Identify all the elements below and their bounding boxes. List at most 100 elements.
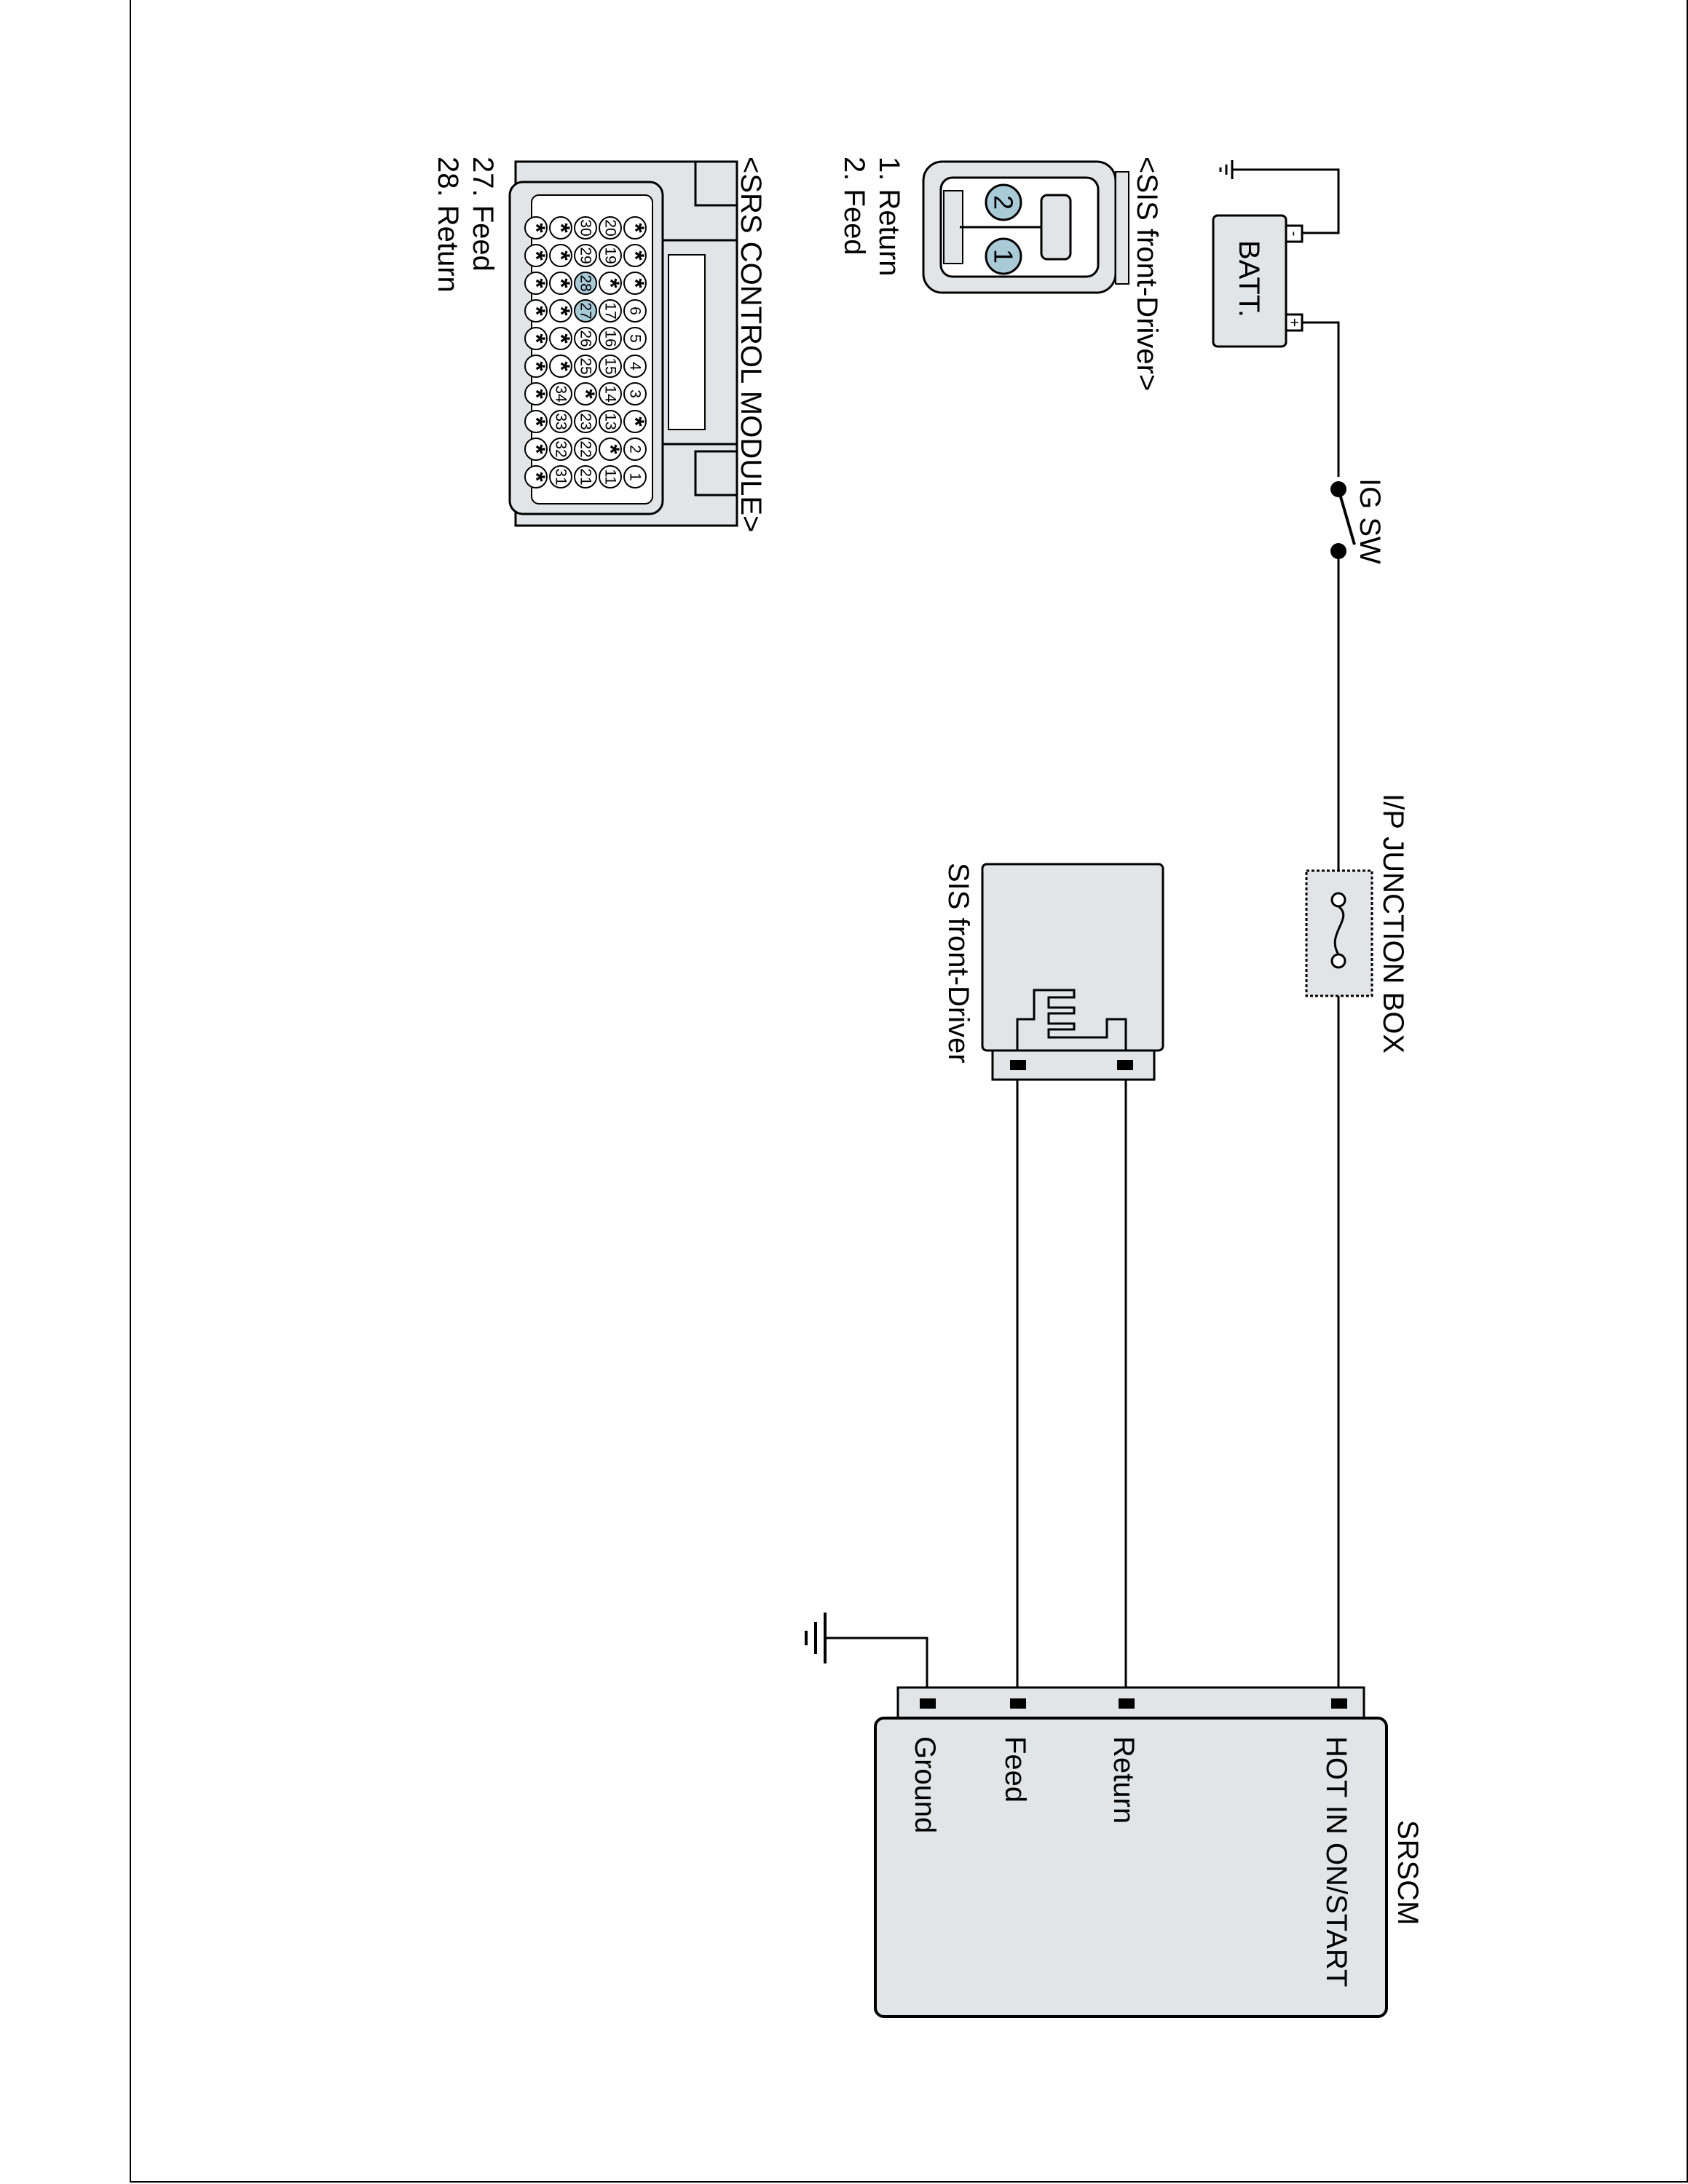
srs-pin bbox=[599, 465, 622, 488]
battery: BATT. - + bbox=[1212, 214, 1304, 348]
srs-pin-label: * bbox=[522, 416, 550, 427]
srs-pin-label: * bbox=[547, 306, 575, 316]
srs-pin-label: * bbox=[522, 389, 550, 399]
srs-pin bbox=[549, 382, 572, 405]
ground-symbol-battery bbox=[1219, 160, 1234, 179]
srs-pin-label: 25 bbox=[577, 357, 594, 374]
srs-pin-label: 17 bbox=[602, 302, 619, 319]
srs-pin-label: 2 bbox=[627, 445, 644, 454]
sis-front-driver: SIS front-Driver bbox=[942, 863, 1164, 1081]
srs-pin bbox=[623, 438, 647, 461]
srscm-pin-hot: HOT IN ON/START bbox=[1320, 1736, 1352, 1987]
srs-pin-label: 16 bbox=[602, 330, 619, 347]
srs-pin-label: * bbox=[547, 223, 575, 233]
srs-pin bbox=[623, 355, 647, 378]
ig-switch-label: IG SW bbox=[1354, 478, 1386, 564]
srs-pin bbox=[574, 244, 597, 267]
srs-pin-list-2: 28. Return bbox=[432, 157, 464, 293]
sis-pin-1 bbox=[985, 237, 1022, 275]
srs-pin-label: 22 bbox=[577, 440, 594, 457]
srs-pin bbox=[599, 438, 622, 461]
srs-pin bbox=[574, 410, 597, 433]
srscm: SRSCM HOT IN ON/START Return Feed Ground bbox=[874, 1686, 1424, 2018]
ground-wire bbox=[825, 1637, 928, 1704]
sis-connector-title: <SIS front-Driver> bbox=[1131, 157, 1163, 391]
ig-switch: IG SW bbox=[1330, 478, 1386, 564]
srs-pin-label: 11 bbox=[602, 469, 619, 485]
srs-pin-label: 19 bbox=[602, 247, 619, 264]
srs-pin bbox=[549, 355, 572, 378]
srs-pin-label: * bbox=[547, 250, 575, 261]
sis-connector: 2 1 <SIS front-Driver> 1. Return 2. Feed bbox=[838, 157, 1163, 391]
srs-pin-label: 5 bbox=[627, 334, 644, 343]
srs-pin bbox=[549, 299, 572, 323]
battery-label: BATT. bbox=[1233, 240, 1265, 317]
srs-pin bbox=[623, 299, 647, 323]
srs-pin bbox=[599, 410, 622, 433]
srs-pin-list-1: 27. Feed bbox=[467, 157, 499, 272]
battery-minus-terminal: - bbox=[1286, 232, 1303, 237]
srs-pin-label: * bbox=[522, 306, 550, 316]
srs-pin bbox=[574, 216, 597, 240]
srs-pin-label: 4 bbox=[627, 362, 644, 371]
srs-pin bbox=[623, 244, 647, 267]
sis-pin-list-2: 2. Feed bbox=[838, 157, 870, 256]
srs-pin-label: 20 bbox=[602, 219, 619, 236]
srs-pin bbox=[599, 355, 622, 378]
srs-pin bbox=[524, 272, 548, 295]
srscm-title: SRSCM bbox=[1392, 1820, 1424, 1925]
battery-positive-wire bbox=[1286, 321, 1340, 477]
srs-pin bbox=[599, 299, 622, 323]
srs-pin bbox=[599, 327, 622, 350]
srs-pin-label: * bbox=[621, 278, 649, 288]
srs-pin bbox=[549, 216, 572, 240]
srs-pin bbox=[623, 465, 647, 488]
sensor-icon bbox=[1016, 989, 1127, 1051]
srs-pin-label: * bbox=[596, 278, 624, 288]
srs-pin bbox=[574, 327, 597, 350]
srs-pin-label: 31 bbox=[553, 468, 569, 485]
srs-pin-label: * bbox=[547, 333, 575, 344]
srs-pin bbox=[574, 299, 597, 323]
sis-pin-2 bbox=[985, 183, 1022, 221]
srs-pin-label: * bbox=[522, 223, 550, 233]
srs-pin bbox=[574, 355, 597, 378]
srs-pin bbox=[524, 410, 548, 433]
srs-pin bbox=[623, 410, 647, 433]
srs-pin bbox=[623, 327, 647, 350]
srs-pin-label: * bbox=[522, 444, 550, 454]
srs-pin bbox=[574, 272, 597, 295]
srs-pin-grid: 12*3456***11*1314151617*1920212223*25262… bbox=[522, 216, 649, 488]
fuse-icon bbox=[1333, 905, 1345, 955]
wires bbox=[825, 168, 1340, 1704]
srscm-pin-feed: Feed bbox=[999, 1736, 1031, 1803]
srs-connector-title: <SRS CONTROL MODULE> bbox=[735, 157, 767, 532]
srs-pin-label: * bbox=[547, 278, 575, 288]
srs-pin bbox=[623, 216, 647, 240]
srs-pin-label: 23 bbox=[577, 413, 594, 430]
srs-pin-label: 27 bbox=[577, 302, 594, 319]
sis-pin-list-1: 1. Return bbox=[873, 157, 905, 277]
srs-pin-label: 1 bbox=[627, 472, 644, 481]
srs-pin-label: * bbox=[522, 361, 550, 371]
srs-pin bbox=[549, 465, 572, 488]
srs-pin-label: * bbox=[522, 333, 550, 344]
sis-pin-2-label: 2 bbox=[989, 195, 1019, 210]
srs-pin-label: 6 bbox=[627, 306, 644, 315]
ip-junction-box-label: I/P JUNCTION BOX bbox=[1377, 794, 1409, 1053]
srs-pin-label: * bbox=[621, 416, 649, 427]
srs-pin bbox=[549, 410, 572, 433]
srs-pin-label: 15 bbox=[602, 357, 619, 374]
srs-pin bbox=[524, 327, 548, 350]
srs-pin-label: * bbox=[621, 223, 649, 233]
srs-pin bbox=[599, 272, 622, 295]
srs-pin bbox=[524, 299, 548, 323]
srs-pin bbox=[549, 272, 572, 295]
srs-pin-label: 13 bbox=[602, 413, 619, 430]
srs-pin-label: * bbox=[522, 472, 550, 482]
battery-ground-wire bbox=[1232, 168, 1340, 234]
srs-pin-label: * bbox=[596, 444, 624, 454]
srs-pin bbox=[623, 382, 647, 405]
srs-pin-label: 14 bbox=[602, 385, 619, 403]
